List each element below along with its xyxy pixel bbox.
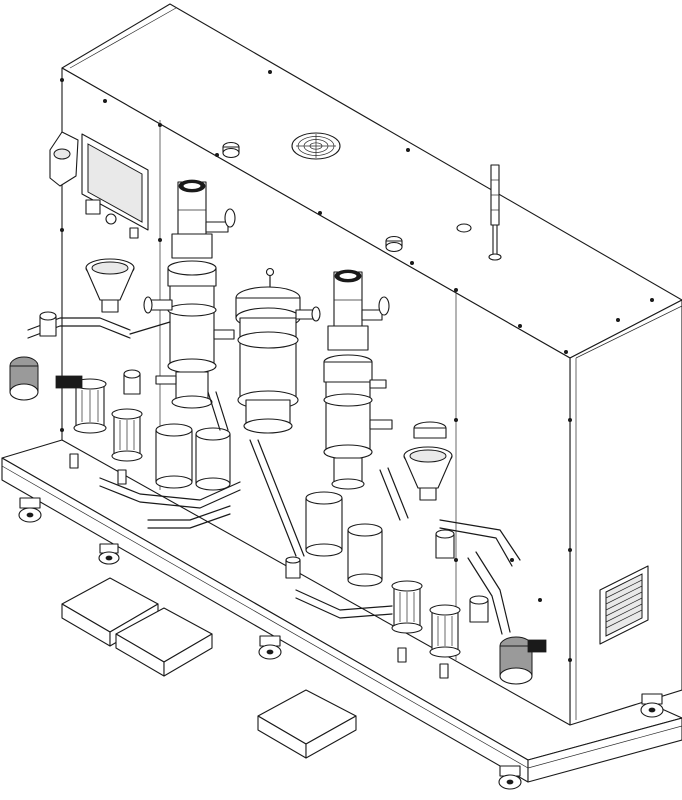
caster-wheel-5 bbox=[98, 543, 120, 565]
pump-housing-2 bbox=[195, 427, 231, 491]
floor-pad-2 bbox=[115, 607, 213, 677]
pipework bbox=[27, 317, 521, 635]
vessel-left-column bbox=[143, 260, 235, 409]
filter-housing-2 bbox=[111, 408, 143, 462]
valve-1 bbox=[39, 311, 57, 337]
pump-right bbox=[499, 636, 547, 685]
pump-housing-3 bbox=[305, 491, 343, 557]
pump-housing-4 bbox=[347, 523, 383, 587]
sight-hopper bbox=[413, 421, 447, 439]
valve-3 bbox=[435, 529, 455, 559]
caster-wheel-3 bbox=[498, 765, 522, 790]
cooling-fan bbox=[291, 132, 341, 160]
signal-tower bbox=[488, 164, 502, 261]
motor-right bbox=[327, 269, 390, 351]
drain-valves bbox=[69, 453, 449, 679]
control-panel bbox=[49, 131, 149, 239]
panel-screws bbox=[60, 70, 655, 663]
pump-housing-1 bbox=[155, 423, 193, 489]
ventilation-grille bbox=[599, 565, 649, 645]
caster-wheel-1 bbox=[18, 497, 42, 523]
top-knob-left bbox=[222, 141, 240, 159]
key-switch bbox=[129, 227, 139, 239]
caster-wheel-2 bbox=[258, 635, 282, 660]
caster-wheel-4 bbox=[640, 693, 664, 718]
hopper-right bbox=[403, 446, 453, 501]
filter-housing-3 bbox=[391, 580, 423, 634]
filter-housing-4 bbox=[429, 604, 461, 658]
motor-left bbox=[171, 179, 236, 259]
valve-5 bbox=[285, 556, 301, 579]
floor-pad-3 bbox=[257, 689, 357, 759]
control-button bbox=[105, 213, 117, 225]
pump-left bbox=[9, 356, 83, 401]
vessel-right-column bbox=[323, 354, 393, 490]
top-port bbox=[456, 223, 472, 233]
cabinet-side bbox=[569, 299, 682, 726]
filter-housing-1 bbox=[73, 378, 107, 434]
hopper-left bbox=[85, 258, 135, 313]
control-switch bbox=[85, 199, 101, 215]
vessel-center bbox=[235, 267, 321, 434]
top-knob-right bbox=[385, 235, 403, 253]
valve-4 bbox=[469, 595, 489, 623]
valve-2 bbox=[123, 369, 141, 395]
